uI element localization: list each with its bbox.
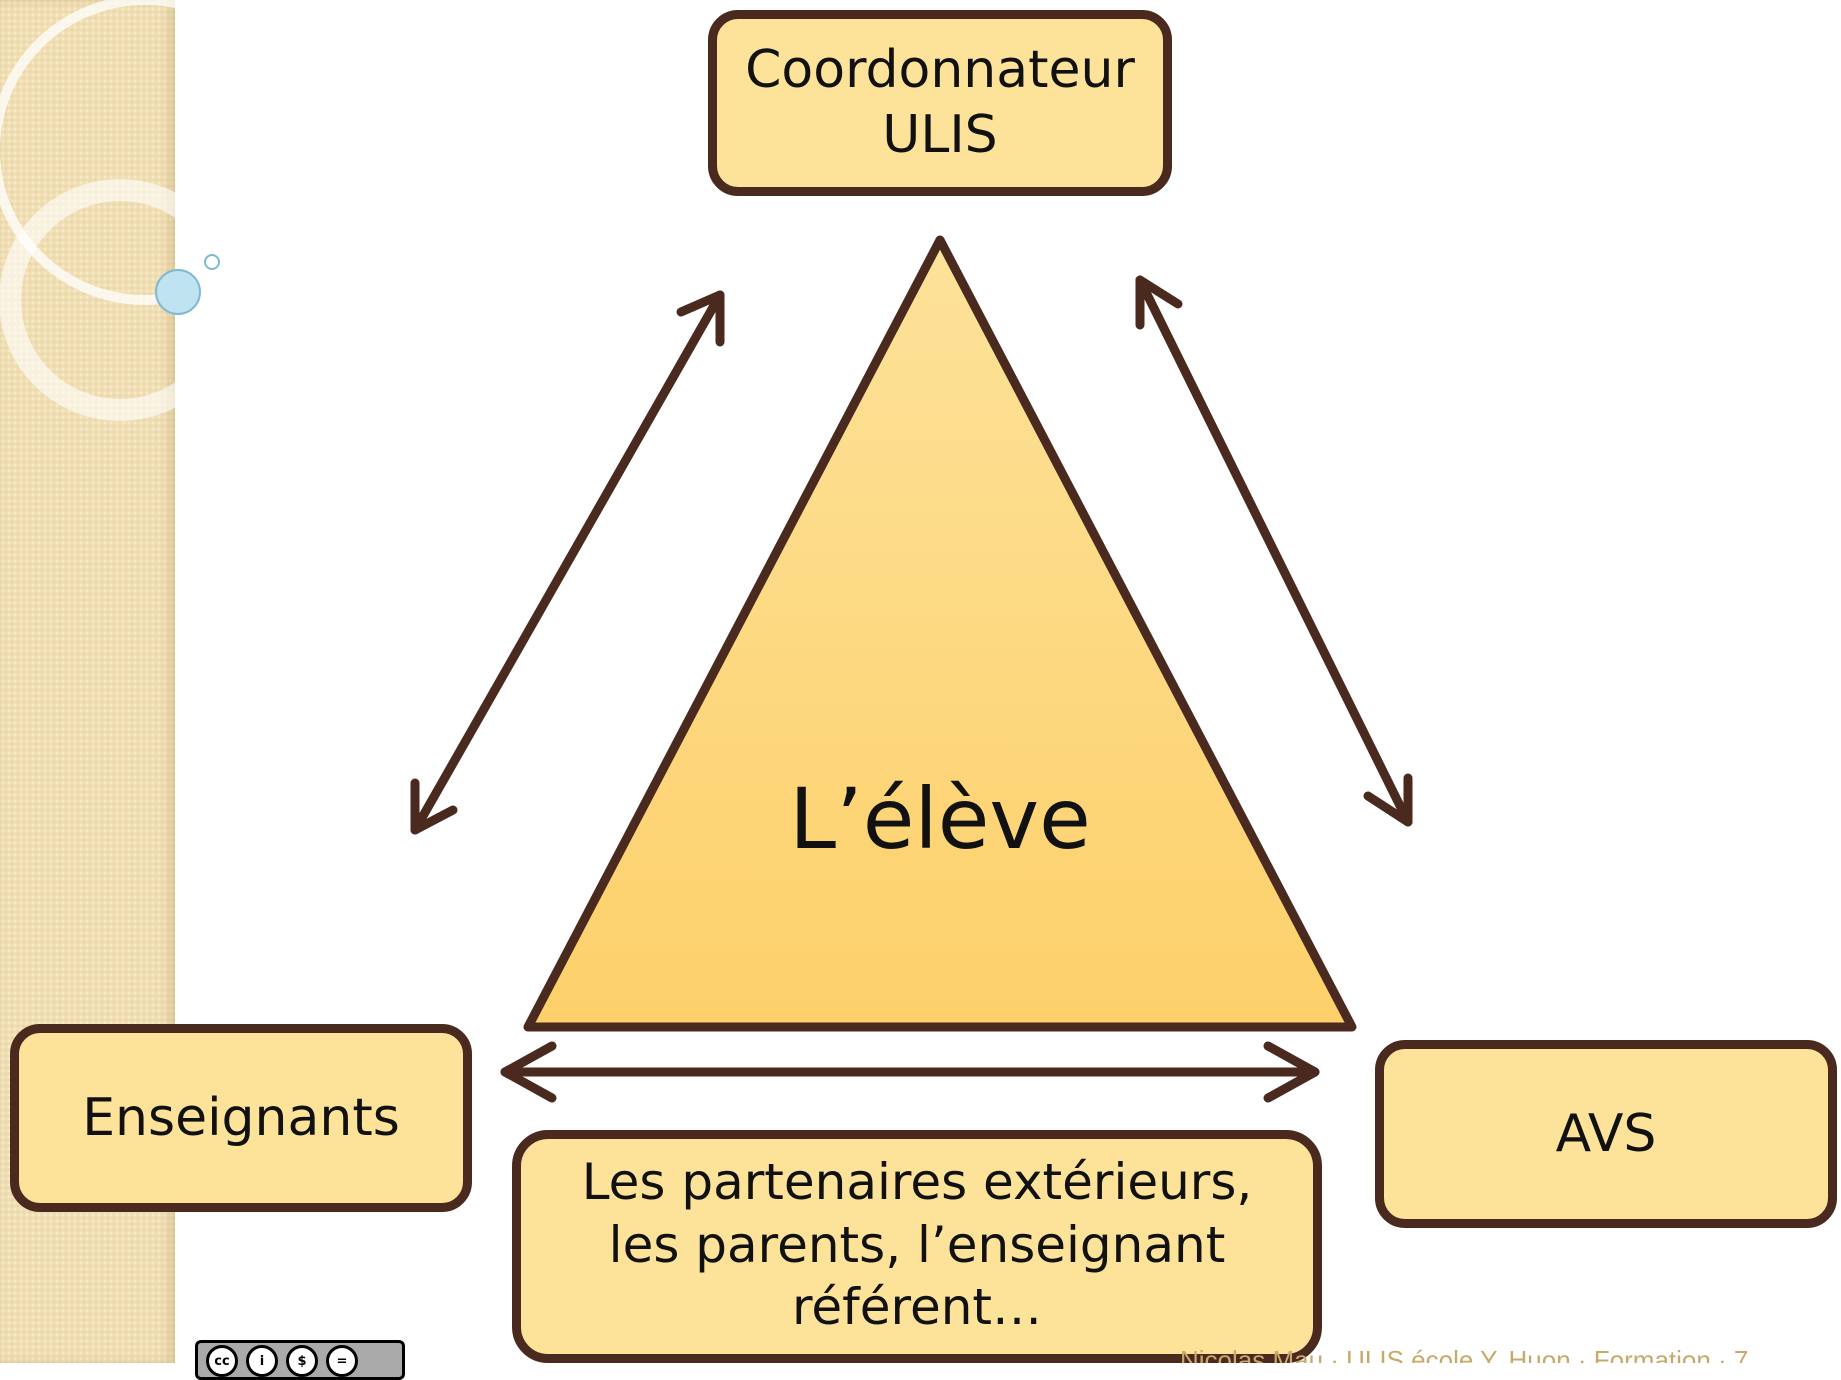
cc-icon: cc <box>206 1345 238 1377</box>
node-partenaires-label: Les partenaires extérieurs, les parents,… <box>581 1153 1253 1336</box>
decorative-circles <box>0 0 260 421</box>
deco-ring-large <box>0 0 260 305</box>
node-avs-label: AVS <box>1555 1103 1657 1164</box>
arrow-coordonnateur-enseignants <box>410 290 725 835</box>
slide-footer: Nicolas Mau · ULIS école Y. Huon · Forma… <box>1180 1345 1749 1363</box>
center-label-eleve: L’élève <box>789 770 1091 868</box>
license-badge: cc i $ = <box>195 1340 405 1380</box>
nc-icon: $ <box>286 1345 318 1377</box>
deco-ring-medium <box>0 179 241 421</box>
deco-bubble-small <box>204 254 220 270</box>
arrow-coordonnateur-avs <box>1135 275 1413 827</box>
arrow-enseignants-avs <box>500 1041 1320 1103</box>
node-coordonnateur-ulis: Coordonnateur ULIS <box>708 10 1172 196</box>
by-icon: i <box>246 1345 278 1377</box>
nd-icon: = <box>326 1345 358 1377</box>
eleve-triangle <box>523 235 1357 1032</box>
node-enseignants: Enseignants <box>10 1024 472 1212</box>
node-enseignants-label: Enseignants <box>82 1087 400 1148</box>
node-partenaires: Les partenaires extérieurs, les parents,… <box>512 1130 1322 1363</box>
node-avs: AVS <box>1375 1040 1837 1228</box>
node-coordonnateur-ulis-label: Coordonnateur ULIS <box>745 40 1135 165</box>
deco-bubble-large <box>155 269 201 315</box>
